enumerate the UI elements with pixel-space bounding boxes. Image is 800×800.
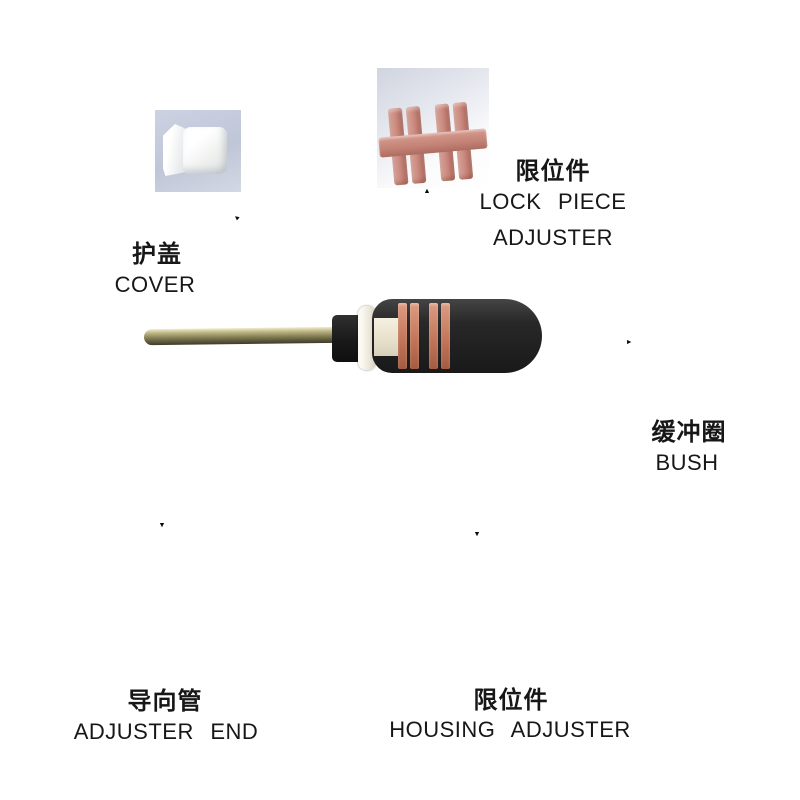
lock-piece-label-zh: 限位件 (515, 158, 591, 185)
lock-piece-label-en-line2: ADJUSTER (492, 225, 614, 250)
cover-label-zh: 护盖 (132, 241, 182, 268)
lock-piece-photo (377, 68, 489, 188)
assembly-lock-piece (396, 303, 452, 369)
housing-adjuster-label-zh: 限位件 (473, 687, 549, 714)
lock-piece-rib (410, 303, 419, 369)
bush-label-en: BUSH (655, 450, 719, 475)
housing-adjuster-label-en: HOUSING ADJUSTER (389, 717, 631, 742)
lock-piece-shape (378, 101, 488, 186)
assembly-rod (143, 326, 347, 346)
cover-body-shape (183, 127, 227, 174)
adjuster-end-label-zh: 导向管 (127, 688, 203, 715)
bush-label-zh: 缓冲圈 (651, 419, 727, 446)
assembly-cover-collar (358, 306, 376, 370)
lock-piece-rib (398, 303, 407, 369)
cover-label-en: COVER (114, 272, 196, 297)
lock-piece-label-en-line1: LOCK PIECE (479, 189, 627, 214)
arrow-to-cover (235, 216, 240, 221)
cover-photo (155, 110, 241, 192)
adjuster-end-label-en: ADJUSTER END (73, 719, 259, 744)
lock-piece-rib (441, 303, 450, 369)
lock-piece-rib (429, 303, 438, 369)
lock-piece-crossbar (389, 328, 459, 344)
